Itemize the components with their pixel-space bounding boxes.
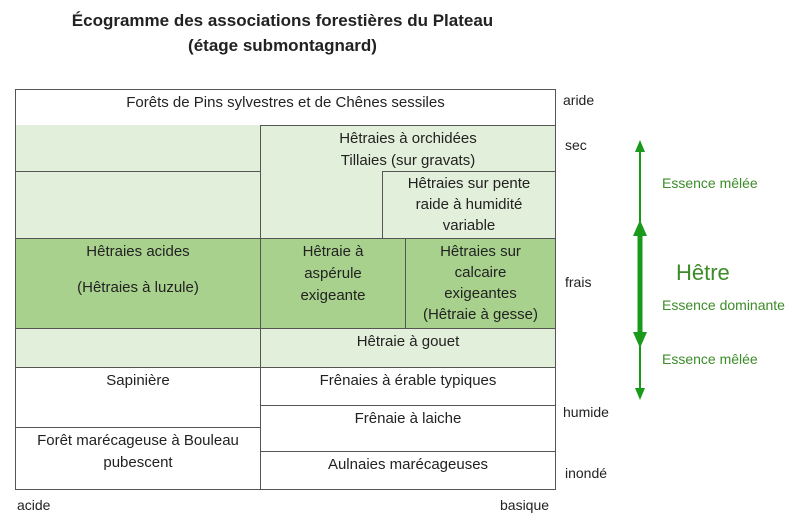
diagram-title: Écogramme des associations forestières d… <box>71 11 494 55</box>
cell-empty-light <box>15 125 261 172</box>
cell-empty-light <box>15 171 261 239</box>
cell-gouet: Hêtraie à gouet <box>260 328 556 368</box>
cell-sapiniere: Sapinière <box>15 367 261 428</box>
cell-pins: Forêts de Pins sylvestres et de Chênes s… <box>15 89 556 126</box>
label-inonde: inondé <box>565 465 608 481</box>
beech-arrow-icon <box>633 140 647 400</box>
label-basique: basique <box>500 497 550 513</box>
cell-acides: Hêtraies acides(Hêtraies à luzule) <box>15 238 261 329</box>
label-hetre: Hêtre <box>676 260 730 285</box>
label-dominant: Essence dominante <box>662 297 785 313</box>
cell-aulnaies: Aulnaies marécageuses <box>260 451 556 490</box>
label-humide: humide <box>563 404 609 420</box>
cell-erable: Frênaies à érable typiques <box>260 367 556 406</box>
cell-laiche: Frênaie à laiche <box>260 405 556 452</box>
label-mixed-top: Essence mêlée <box>662 175 758 191</box>
label-frais: frais <box>565 274 592 290</box>
label-sec: sec <box>565 137 587 153</box>
cell-empty-light <box>15 328 261 368</box>
label-aride: aride <box>563 92 595 108</box>
label-acide: acide <box>17 497 51 513</box>
label-mixed-bottom: Essence mêlée <box>662 351 758 367</box>
